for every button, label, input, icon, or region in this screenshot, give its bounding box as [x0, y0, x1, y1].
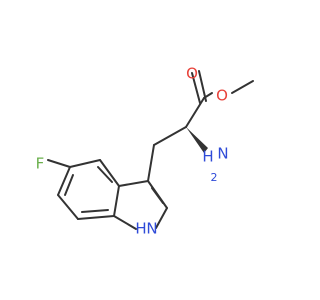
atom-amine-n: N: [217, 145, 228, 163]
bond-methyl-o: [231, 80, 254, 94]
bond-c3a-c4-inner: [97, 166, 113, 183]
bond-c4-c5: [69, 159, 101, 168]
bond-carbonyl-alpha: [185, 97, 205, 128]
structure-svg: F O O H N 2 N H: [36, 65, 254, 238]
atom-indole-n: N: [146, 220, 157, 238]
bond-carbonyl-double-1: [198, 70, 207, 102]
atom-amine-subscript: 2: [211, 171, 218, 184]
atom-carbonyl-oxygen: O: [186, 65, 198, 83]
bond-c3-c2-inner: [151, 187, 164, 204]
molecule-diagram: F O O H N 2 N H: [35, 64, 254, 238]
bond-c5-c6-inner: [64, 174, 74, 196]
atom-ester-oxygen: O: [216, 87, 228, 105]
bond-c7-c7a-inner: [81, 209, 109, 213]
bond-c2-n1: [155, 207, 168, 229]
bond-carbonyl-double-2: [191, 72, 201, 104]
bond-c3a-c3: [118, 180, 149, 187]
bond-alpha-ch2: [153, 126, 187, 146]
bond-c3a-c4: [99, 159, 120, 187]
atom-indole-h: H: [135, 220, 146, 238]
atom-amine-h: H: [202, 148, 213, 166]
bond-c6-c7: [57, 194, 79, 220]
bond-wedge-nh2: [186, 127, 208, 153]
bond-n1-c7a: [113, 215, 137, 230]
bond-c7a-c3a: [113, 185, 120, 217]
bond-c7-c7a: [77, 215, 115, 220]
bond-ch2-c3: [147, 144, 155, 182]
atom-fluorine: F: [36, 155, 45, 173]
bond-c5-c6: [57, 166, 71, 196]
bond-c5-f: [47, 159, 71, 168]
